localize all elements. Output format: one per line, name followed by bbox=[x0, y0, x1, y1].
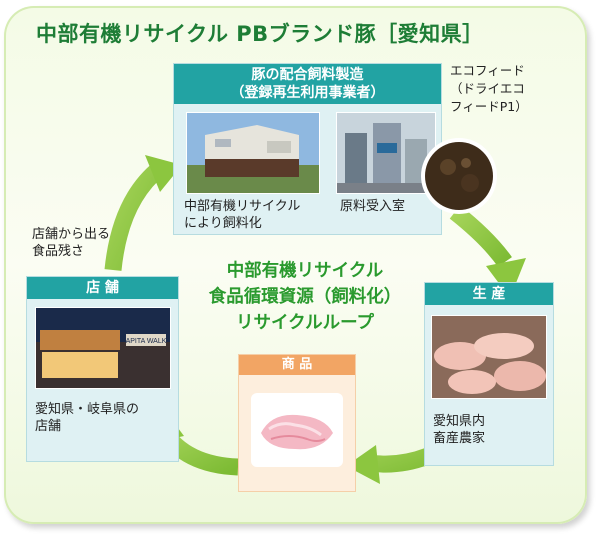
product-box: 商 品 bbox=[238, 354, 356, 492]
factory-caption: 中部有機リサイクル により飼料化 bbox=[184, 198, 300, 232]
arrow-to-factory bbox=[104, 161, 166, 271]
factory-photo bbox=[186, 112, 320, 194]
production-caption: 愛知県内 畜産農家 bbox=[433, 413, 485, 447]
store-caption-line1: 愛知県・岐阜県の bbox=[35, 402, 140, 417]
production-caption-line1: 愛知県内 bbox=[433, 414, 486, 429]
store-header: 店 舗 bbox=[27, 277, 178, 299]
arrow-to-factory-head bbox=[145, 155, 182, 192]
recycle-loop-label: 中部有機リサイクル 食品循環資源（飼料化） リサイクルループ bbox=[190, 258, 420, 336]
eco-feed-line2: （ドライエコ bbox=[450, 81, 525, 96]
eco-feed-line3: フィードP1） bbox=[450, 99, 528, 114]
feed-manufacturing-title: 豚の配合飼料製造 bbox=[251, 67, 364, 83]
receiving-room-photo bbox=[336, 112, 436, 194]
factory-caption-line2: により飼料化 bbox=[184, 216, 262, 231]
eco-feed-line1: エコフィード bbox=[450, 63, 525, 78]
receiving-room-caption: 原料受入室 bbox=[340, 199, 406, 214]
store-caption-line2: 店舗 bbox=[35, 419, 62, 434]
center-line3: リサイクルループ bbox=[235, 313, 375, 333]
eco-feed-note: エコフィード （ドライエコ フィードP1） bbox=[450, 62, 528, 116]
production-header: 生 産 bbox=[425, 283, 553, 305]
store-photo: APITA WALK bbox=[35, 307, 171, 389]
store-box: 店 舗 APITA WALK 愛知県・岐阜県の 店舗 bbox=[26, 276, 179, 462]
feed-manufacturing-header: 豚の配合飼料製造 （登録再生利用事業者） bbox=[174, 64, 441, 104]
registered-operator-label: （登録再生利用事業者） bbox=[230, 85, 385, 101]
arrow-to-production-head bbox=[486, 258, 526, 298]
production-box: 生 産 愛知県内 畜産農家 bbox=[424, 282, 554, 466]
pigs-photo bbox=[431, 315, 547, 399]
store-sign-text: APITA WALK bbox=[126, 338, 167, 345]
center-line1: 中部有機リサイクル bbox=[226, 261, 384, 281]
center-line2: 食品循環資源（飼料化） bbox=[208, 287, 402, 307]
store-caption: 愛知県・岐阜県の 店舗 bbox=[35, 401, 139, 435]
arrow-to-product-head bbox=[346, 445, 380, 484]
diagram-title: 中部有機リサイクル PBブランド豚［愛知県］ bbox=[36, 22, 484, 46]
food-waste-line2: 食品残さ bbox=[32, 244, 85, 259]
arrow-to-production bbox=[449, 205, 512, 268]
production-caption-line2: 畜産農家 bbox=[433, 431, 486, 446]
product-header: 商 品 bbox=[239, 355, 355, 375]
food-waste-note: 店舗から出る 食品残さ bbox=[32, 226, 110, 260]
factory-caption-line1: 中部有機リサイクル bbox=[184, 199, 301, 214]
food-waste-line1: 店舗から出る bbox=[32, 227, 111, 242]
feed-manufacturing-box: 豚の配合飼料製造 （登録再生利用事業者） 中部有機リサイクル により飼料化 原料… bbox=[173, 63, 442, 235]
eco-feed-photo bbox=[421, 138, 497, 214]
pork-product-photo bbox=[251, 393, 343, 467]
